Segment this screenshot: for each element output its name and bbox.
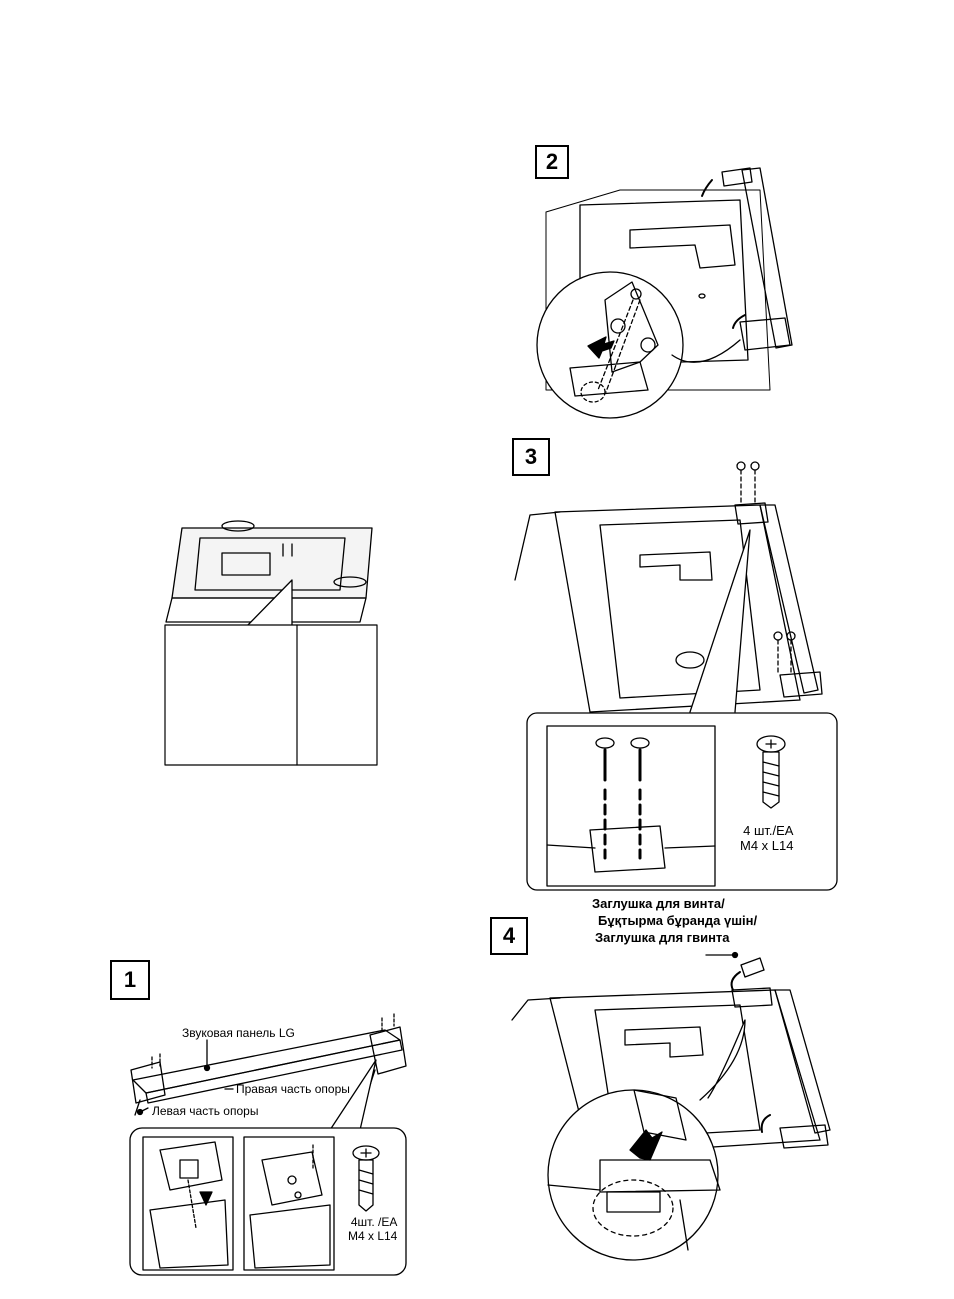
step-2-number: 2 <box>535 145 569 179</box>
step-4-number: 4 <box>490 917 528 955</box>
step2-drawing <box>537 168 792 418</box>
step3-screw-spec: 4 шт./EA M4 x L14 <box>740 823 793 853</box>
step1-screw-spec: 4шт. /EA M4 x L14 <box>348 1215 397 1243</box>
left-support-label: Левая часть опоры <box>152 1104 258 1118</box>
screw-cap-label-line1: Заглушка для винта/ <box>592 896 725 911</box>
step-1-number: 1 <box>110 960 150 1000</box>
screw-cap-label-line2: Бұқтырма бұранда үшін/ <box>598 913 757 928</box>
step4-drawing <box>512 953 830 1261</box>
step1-screw-qty: 4шт. /EA <box>348 1215 397 1229</box>
tv-back-overview-drawing <box>166 521 372 628</box>
step3-screw-qty: 4 шт./EA <box>740 823 793 838</box>
step3-screw-size: M4 x L14 <box>740 838 793 853</box>
screw-cap-label-line3: Заглушка для гвинта <box>595 930 730 945</box>
step1-screw-size: M4 x L14 <box>348 1229 397 1243</box>
soundbar-label: Звуковая панель LG <box>182 1026 295 1040</box>
blank-table <box>165 625 377 765</box>
right-support-label: Правая часть опоры <box>236 1082 350 1096</box>
step-3-number: 3 <box>512 438 550 476</box>
